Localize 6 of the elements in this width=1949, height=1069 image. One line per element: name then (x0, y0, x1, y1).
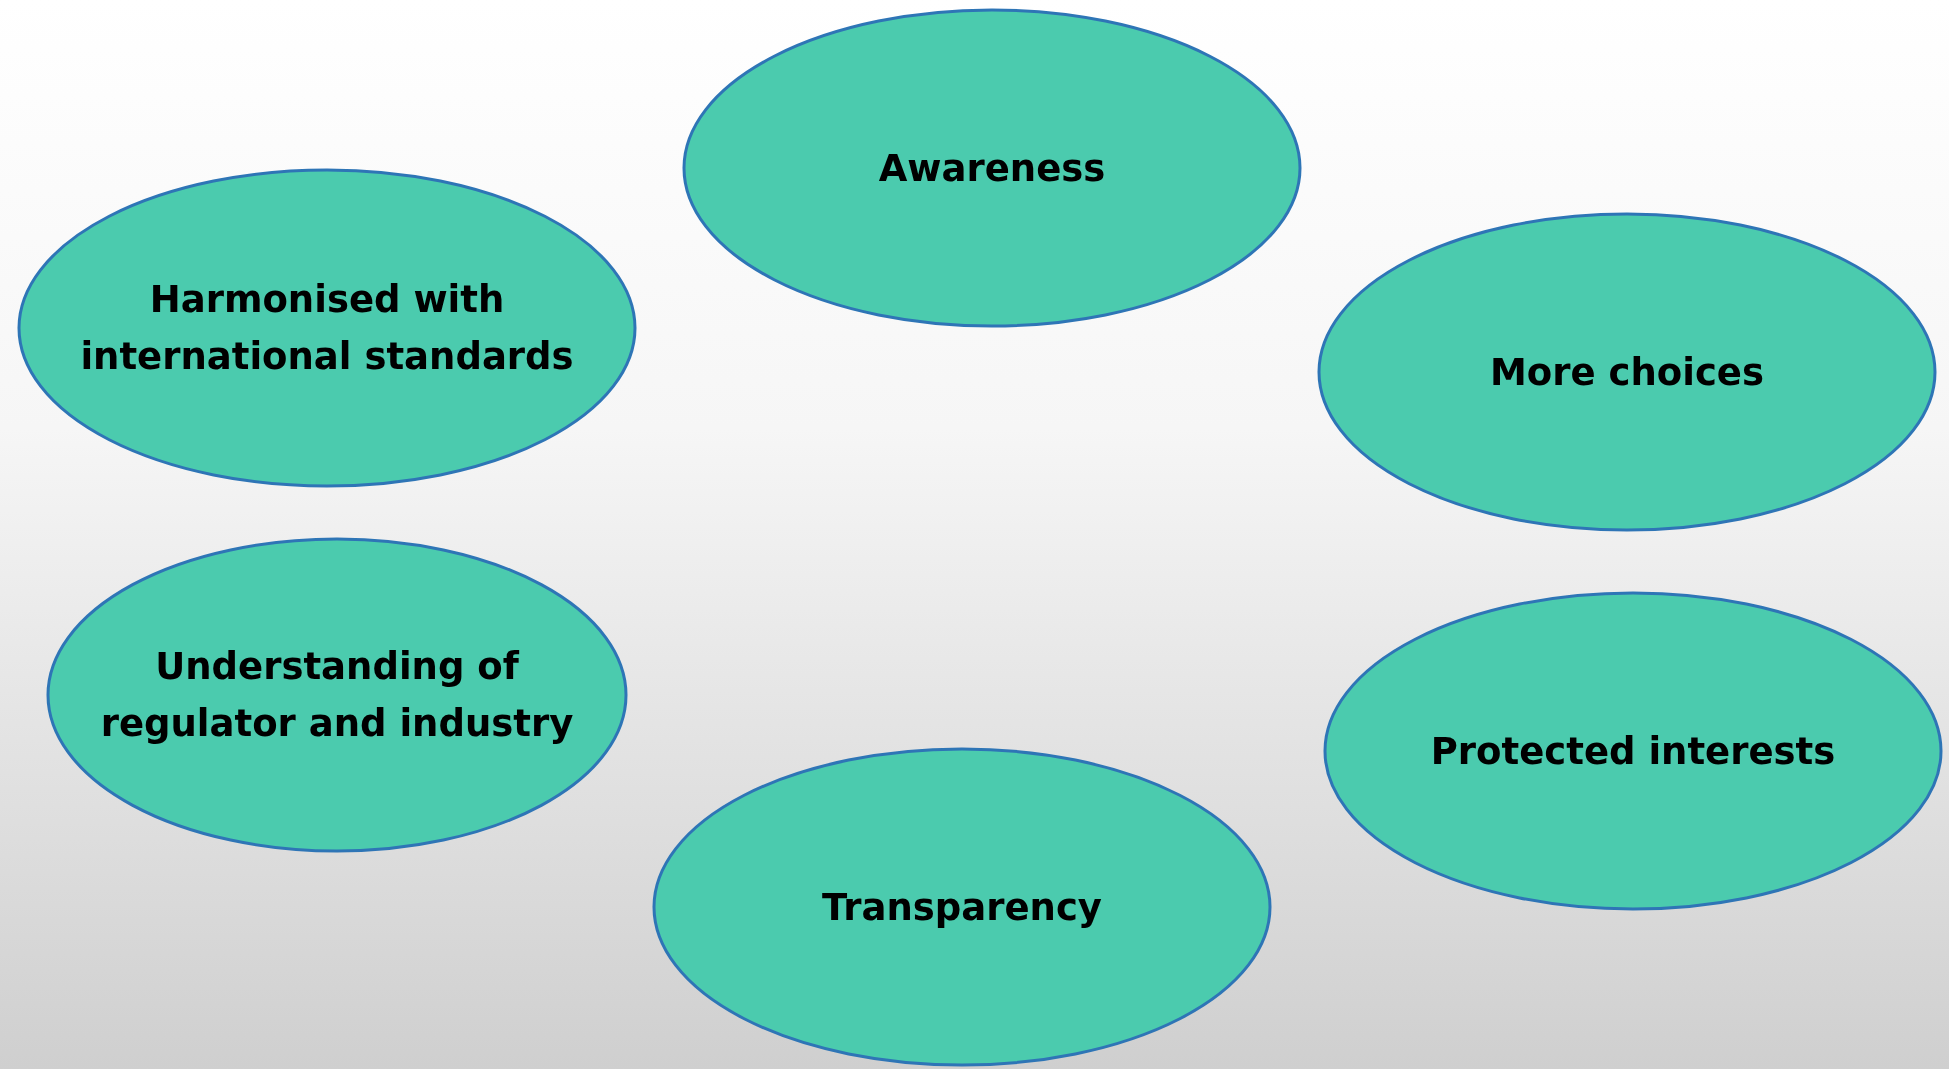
node-label: Awareness (877, 145, 1107, 192)
node-label: Understanding of regulator and industry (99, 644, 575, 747)
node-label: Harmonised with international standards (79, 277, 575, 380)
node-label: More choices (1489, 349, 1765, 396)
node-label: Protected interests (1429, 728, 1837, 775)
node-label: Transparency (821, 884, 1103, 931)
